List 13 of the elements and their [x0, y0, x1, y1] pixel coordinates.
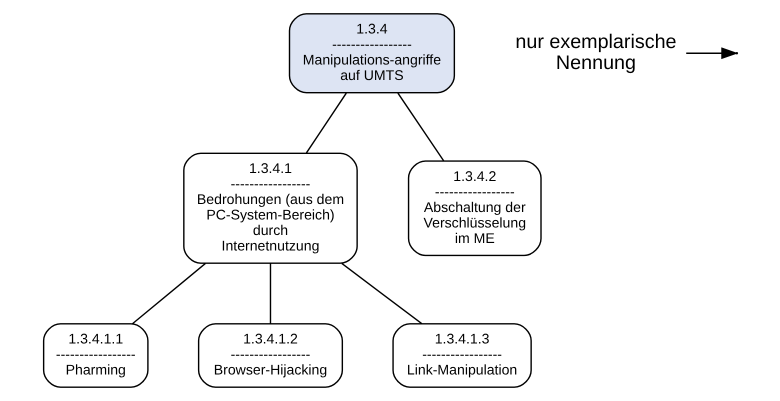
connector [132, 262, 206, 324]
connector [396, 92, 444, 162]
connector [305, 92, 346, 154]
node-box: 1.3.4.1.2 ----------------- Browser-Hijacking [197, 323, 343, 388]
node-box: 1.3.4.2 ----------------- Abschaltung der Verschlüsselung im ME [407, 160, 542, 256]
node-box: 1.3.4.1.1 ----------------- Pharming [42, 323, 148, 388]
node-text: nur exemplarische Nennung [514, 30, 676, 74]
connector [269, 263, 271, 324]
connector [340, 262, 422, 324]
node-box: 1.3.4.1.3 ----------------- Link-Manipulation [392, 323, 532, 388]
node-box: 1.3.4 ----------------- Manipulations-angriffe auf UMTS [288, 13, 455, 94]
arrow [686, 47, 738, 60]
node-box: 1.3.4.1 ----------------- Bedrohungen (aus dem PC-System-Bereich) durch Internetnutzung [182, 152, 358, 264]
